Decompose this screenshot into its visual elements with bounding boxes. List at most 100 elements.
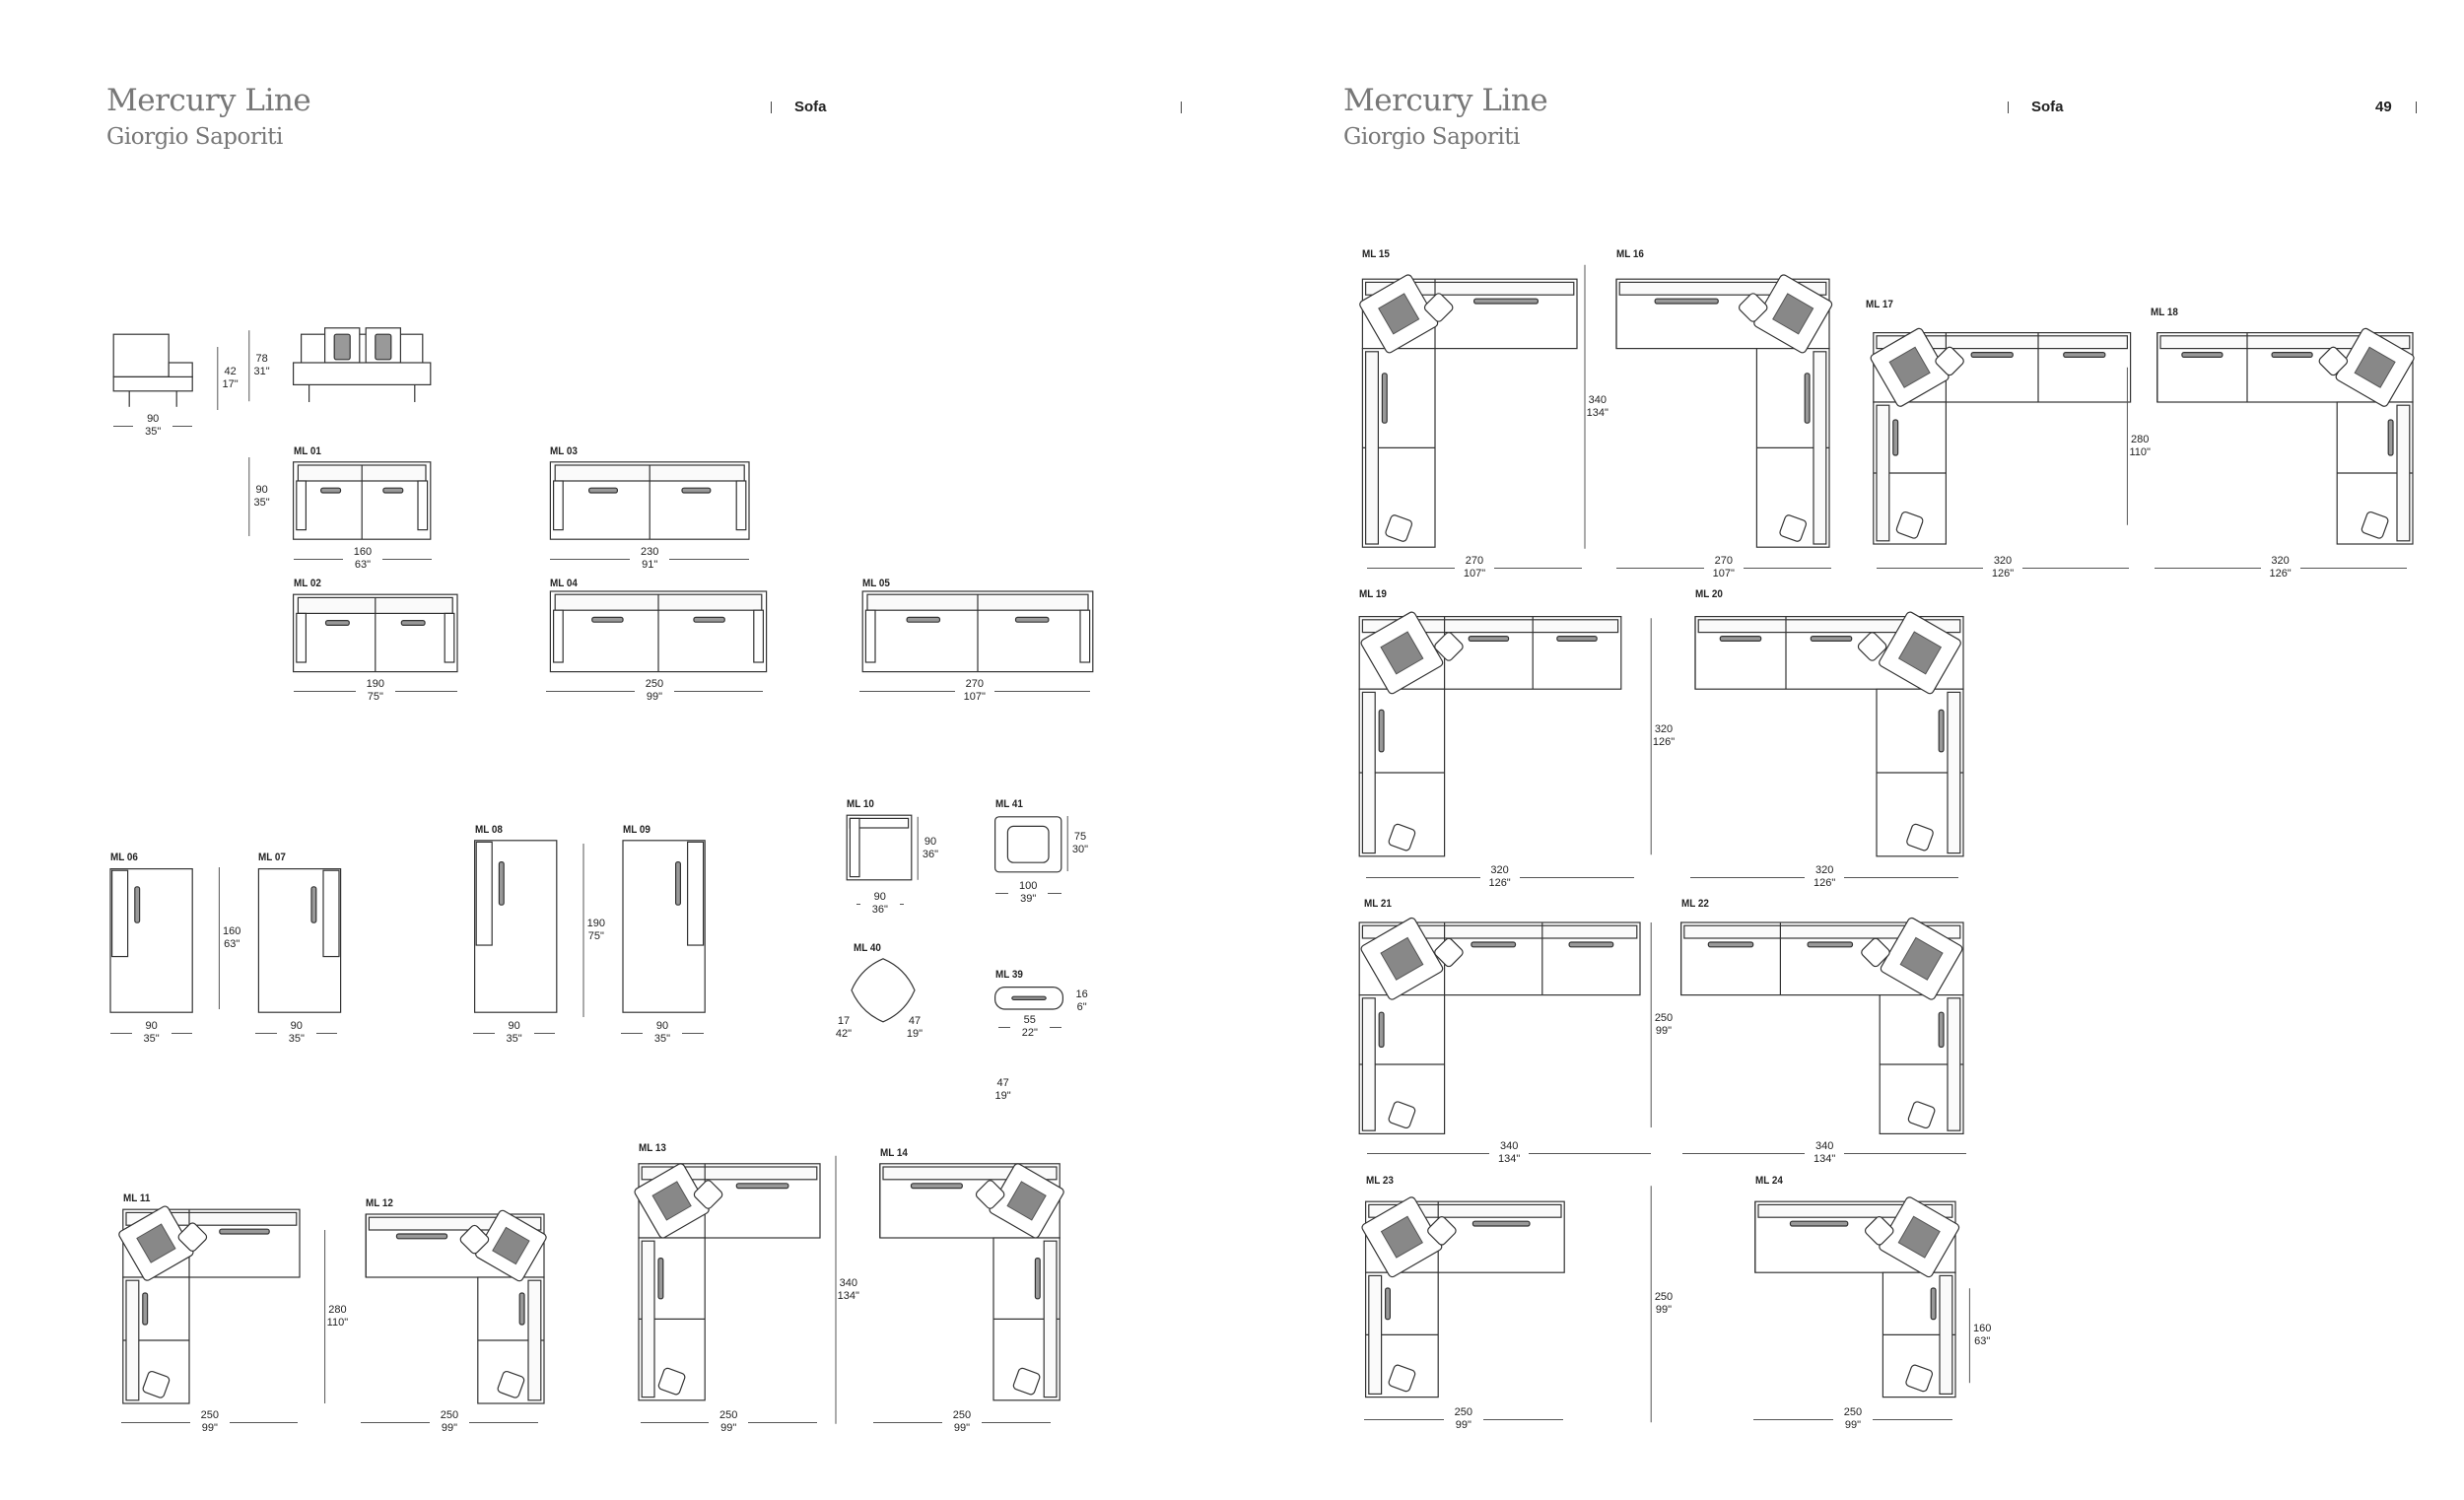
cushion-icon <box>1857 632 1887 661</box>
sofa-module-ml09 <box>622 840 706 1013</box>
cushion-hatch <box>1789 1220 1849 1227</box>
left-page-subtitle: Giorgio Saporiti <box>106 124 283 150</box>
dimension-inches: 36" <box>871 904 888 916</box>
cushion-icon <box>2335 327 2415 407</box>
cushion-hatch <box>1938 1011 1945 1048</box>
dimension-inches: 63" <box>1974 1335 1991 1348</box>
dimension-cm: 55 <box>1023 1013 1036 1026</box>
dimension-line <box>1529 1152 1652 1154</box>
dimension-cm: 90 <box>508 1020 520 1033</box>
cushion-icon <box>1905 1364 1934 1393</box>
sofa-module-ml04 <box>549 590 768 673</box>
dimension-line <box>899 904 904 905</box>
dimension-line <box>856 904 860 905</box>
dimension-cm: 320 <box>1654 723 1674 736</box>
dimension-cm: 280 <box>328 1304 347 1316</box>
dimension-cm: 90 <box>873 891 886 903</box>
cushion-hatch <box>910 1183 963 1190</box>
dimension-inches: 36" <box>922 848 939 860</box>
cushion-icon <box>657 1367 686 1396</box>
dimension-cm: 78 <box>255 353 268 366</box>
cushion-hatch <box>1034 1257 1041 1300</box>
cushion-hatch <box>375 333 392 361</box>
sofa-module-ml39 <box>993 986 1063 1010</box>
module-code-label: ML 39 <box>994 968 1023 981</box>
page-number: 49 <box>2375 99 2392 115</box>
cushion-hatch <box>1472 298 1539 305</box>
dimension-inches: 99" <box>1655 1025 1673 1037</box>
sofa-module-ml41 <box>993 816 1062 873</box>
dimension-inches: 91" <box>642 558 658 571</box>
cushion-icon <box>989 1163 1064 1239</box>
dimension-line <box>293 691 356 692</box>
module-code-label: ML 11 <box>122 1193 151 1204</box>
cushion-hatch <box>1381 373 1388 424</box>
cushion-hatch <box>1810 635 1853 642</box>
divider <box>1181 102 1182 113</box>
cushion-icon <box>1360 917 1444 1000</box>
cushion-hatch <box>1970 352 2014 359</box>
dimension-inches: 107" <box>1463 568 1486 580</box>
right-section-label: Sofa <box>2031 99 2064 115</box>
dimension-inches: 107" <box>1712 568 1735 580</box>
sofa-module-ml23 <box>1361 1196 1565 1398</box>
cushion-icon <box>1738 293 1768 322</box>
cushion-icon <box>1779 514 1808 542</box>
cushion-hatch <box>1468 635 1510 642</box>
dimension-cm: 250 <box>719 1409 738 1422</box>
cushion-hatch <box>400 619 426 626</box>
dimension-inches: 126" <box>1814 876 1836 889</box>
cushion-icon <box>177 1222 208 1252</box>
cushion-hatch <box>142 1292 149 1326</box>
dimension-line <box>1844 876 1959 878</box>
dimension-cm: 100 <box>1019 879 1038 892</box>
dimension-line <box>1690 876 1806 878</box>
dimension-line <box>859 691 955 692</box>
dimension-inches: 126" <box>1991 568 2015 580</box>
cushion-icon <box>634 1163 710 1239</box>
dimension-cm: 270 <box>965 678 984 690</box>
dimension-line <box>981 1422 1051 1424</box>
dimension-line <box>2154 568 2261 570</box>
cushion-icon <box>1880 917 1963 1000</box>
dimension-cm: 160 <box>223 925 241 937</box>
dimension-cm: 270 <box>1714 555 1733 568</box>
dimension-line <box>294 558 343 560</box>
cushion-hatch <box>1378 1011 1385 1048</box>
cushion-icon <box>1861 937 1890 968</box>
dimension-cm: 340 <box>839 1276 857 1289</box>
cushion-hatch <box>1011 995 1047 1001</box>
sofa-module-ml15 <box>1359 274 1578 548</box>
dimension-cm: 250 <box>440 1409 459 1422</box>
cushion-icon <box>459 1224 490 1255</box>
cushion-hatch <box>1384 1287 1391 1321</box>
cushion-hatch <box>1014 616 1050 623</box>
dimension-line <box>1049 1026 1061 1028</box>
cushion-icon <box>1423 293 1454 322</box>
dimension-inches: 30" <box>1071 844 1089 855</box>
cushion-icon <box>1359 274 1439 354</box>
dimension-line <box>673 691 763 692</box>
module-code-label: ML 21 <box>1364 897 1392 910</box>
cushion-hatch <box>693 616 725 623</box>
dimension-cm: 190 <box>586 918 605 929</box>
cushion-icon <box>1361 1196 1443 1278</box>
divider <box>771 102 772 113</box>
dimension-inches: 99" <box>1455 1419 1472 1432</box>
dimension-cm: 90 <box>655 1020 669 1033</box>
cushion-hatch <box>310 886 317 923</box>
dimension-cm: 47 <box>908 1015 922 1028</box>
module-code-label: ML 06 <box>110 852 138 864</box>
module-code-label: ML 17 <box>1865 298 1893 310</box>
dimension-inches: 35" <box>506 1033 522 1046</box>
dimension-inches: 63" <box>354 558 372 571</box>
